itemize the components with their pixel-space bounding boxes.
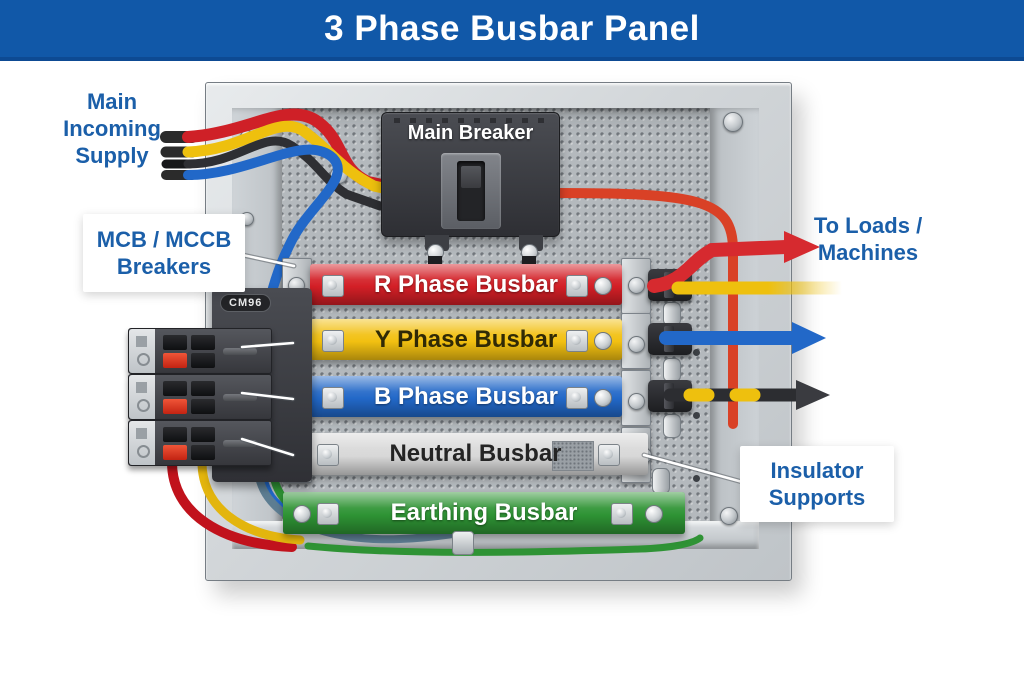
mcb-breaker-1: [128, 328, 272, 374]
busbar-label: Y Phase Busbar: [374, 325, 558, 353]
callout-insulator-supports: Insulator Supports: [769, 457, 866, 511]
breaker-toggle-handle: [461, 166, 481, 188]
callout-line: Incoming: [63, 116, 161, 141]
screw-icon: [645, 505, 663, 523]
mcb-rocker-icon: [163, 335, 187, 350]
title-banner: 3 Phase Busbar Panel: [0, 0, 1024, 61]
screw-icon: [330, 166, 348, 184]
mcb-rocker-red-icon: [163, 445, 187, 460]
arrowhead-blue-icon: [792, 322, 826, 354]
washer-icon: [317, 503, 339, 525]
cable-clamp: [452, 531, 474, 555]
washer-icon: [322, 274, 344, 297]
mcb-rocker-icon: [191, 445, 215, 460]
mcb-rocker-icon: [191, 353, 215, 368]
washer-icon: [317, 444, 339, 466]
callout-main-incoming-supply: Main Incoming Supply: [38, 88, 186, 169]
screw-icon: [594, 331, 612, 350]
rivet-icon: [693, 349, 700, 356]
support-screw-icon: [628, 336, 645, 353]
breaker-faceplate: [441, 153, 501, 229]
screw-icon: [594, 388, 612, 407]
callout-line: Supports: [768, 485, 866, 510]
washer-icon: [566, 329, 588, 352]
terminal-stub: [522, 256, 536, 267]
callout-line: Breakers: [116, 254, 212, 279]
support-screw-icon: [628, 277, 645, 294]
callout-line: MCB / MCCB: [96, 227, 232, 252]
mcb-rocker-icon: [191, 399, 215, 414]
screw-icon: [240, 130, 254, 144]
mcb-rocker-icon: [191, 335, 215, 350]
main-breaker: Main Breaker: [381, 112, 560, 251]
mcb-slot: [223, 440, 257, 447]
screw-icon: [293, 505, 311, 523]
callout-line: Insulator: [770, 458, 864, 483]
brand-badge: CM96: [220, 294, 272, 312]
mcb-breaker-2: [128, 374, 272, 420]
mcb-endcap: [129, 421, 155, 465]
mcb-rocker-icon: [163, 427, 187, 442]
mcb-slot: [223, 394, 257, 401]
page-title: 3 Phase Busbar Panel: [324, 8, 700, 48]
neutral-mesh-patch: [552, 441, 594, 471]
busbar-label: Neutral Busbar: [389, 440, 562, 467]
breaker-switch-slot: [457, 161, 485, 221]
mcb-rocker-icon: [191, 427, 215, 442]
insulator-spacer: [663, 414, 681, 438]
output-connector-y: [648, 323, 692, 355]
callout-card-mcb: MCB / MCCB Breakers: [83, 214, 245, 292]
insulator-spacer: [663, 358, 681, 382]
rivet-icon: [693, 412, 700, 419]
arrowhead-black-icon: [796, 380, 830, 410]
support-screw-icon: [628, 393, 645, 410]
mcb-endcap: [129, 375, 155, 419]
screw-icon: [720, 507, 738, 525]
callout-line: Main: [86, 89, 138, 114]
busbar-label: B Phase Busbar: [373, 382, 559, 410]
washer-icon: [322, 329, 344, 352]
busbar-earthing: Earthing Busbar: [283, 492, 685, 534]
mcb-endcap: [129, 329, 155, 373]
mcb-rocker-icon: [163, 381, 187, 396]
mcb-breaker-3: [128, 420, 272, 466]
callout-to-loads-machines: To Loads / Machines: [797, 212, 939, 266]
terminal-stub: [428, 256, 442, 267]
output-connector-r: [648, 269, 692, 301]
washer-icon: [322, 386, 344, 409]
busbar-label: R Phase Busbar: [373, 270, 559, 298]
mcb-slot: [223, 348, 257, 355]
busbar-neutral: Neutral Busbar: [303, 433, 648, 475]
busbar-y-phase: Y Phase Busbar: [310, 319, 622, 360]
output-connector-b: [648, 380, 692, 412]
callout-mcb-breakers: MCB / MCCB Breakers: [97, 226, 231, 280]
vent-holes-icon: [394, 118, 547, 123]
busbar-r-phase: R Phase Busbar: [310, 264, 622, 305]
mcb-rocker-red-icon: [163, 353, 187, 368]
main-breaker-label: Main Breaker: [407, 122, 534, 144]
screw-icon: [594, 276, 612, 295]
busbar-label: Earthing Busbar: [390, 499, 578, 526]
screw-icon: [723, 112, 743, 132]
washer-icon: [566, 386, 588, 409]
mcb-rocker-icon: [191, 381, 215, 396]
rivet-icon: [693, 475, 700, 482]
busbar-b-phase: B Phase Busbar: [310, 376, 622, 417]
insulator-spacer: [652, 468, 670, 494]
washer-icon: [611, 503, 633, 525]
washer-icon: [598, 444, 620, 466]
callout-line: To Loads /: [813, 213, 923, 238]
callout-line: Supply: [75, 143, 149, 168]
callout-line: Machines: [817, 240, 919, 265]
mcb-rocker-red-icon: [163, 399, 187, 414]
callout-card-insulator: Insulator Supports: [740, 446, 894, 522]
washer-icon: [566, 274, 588, 297]
